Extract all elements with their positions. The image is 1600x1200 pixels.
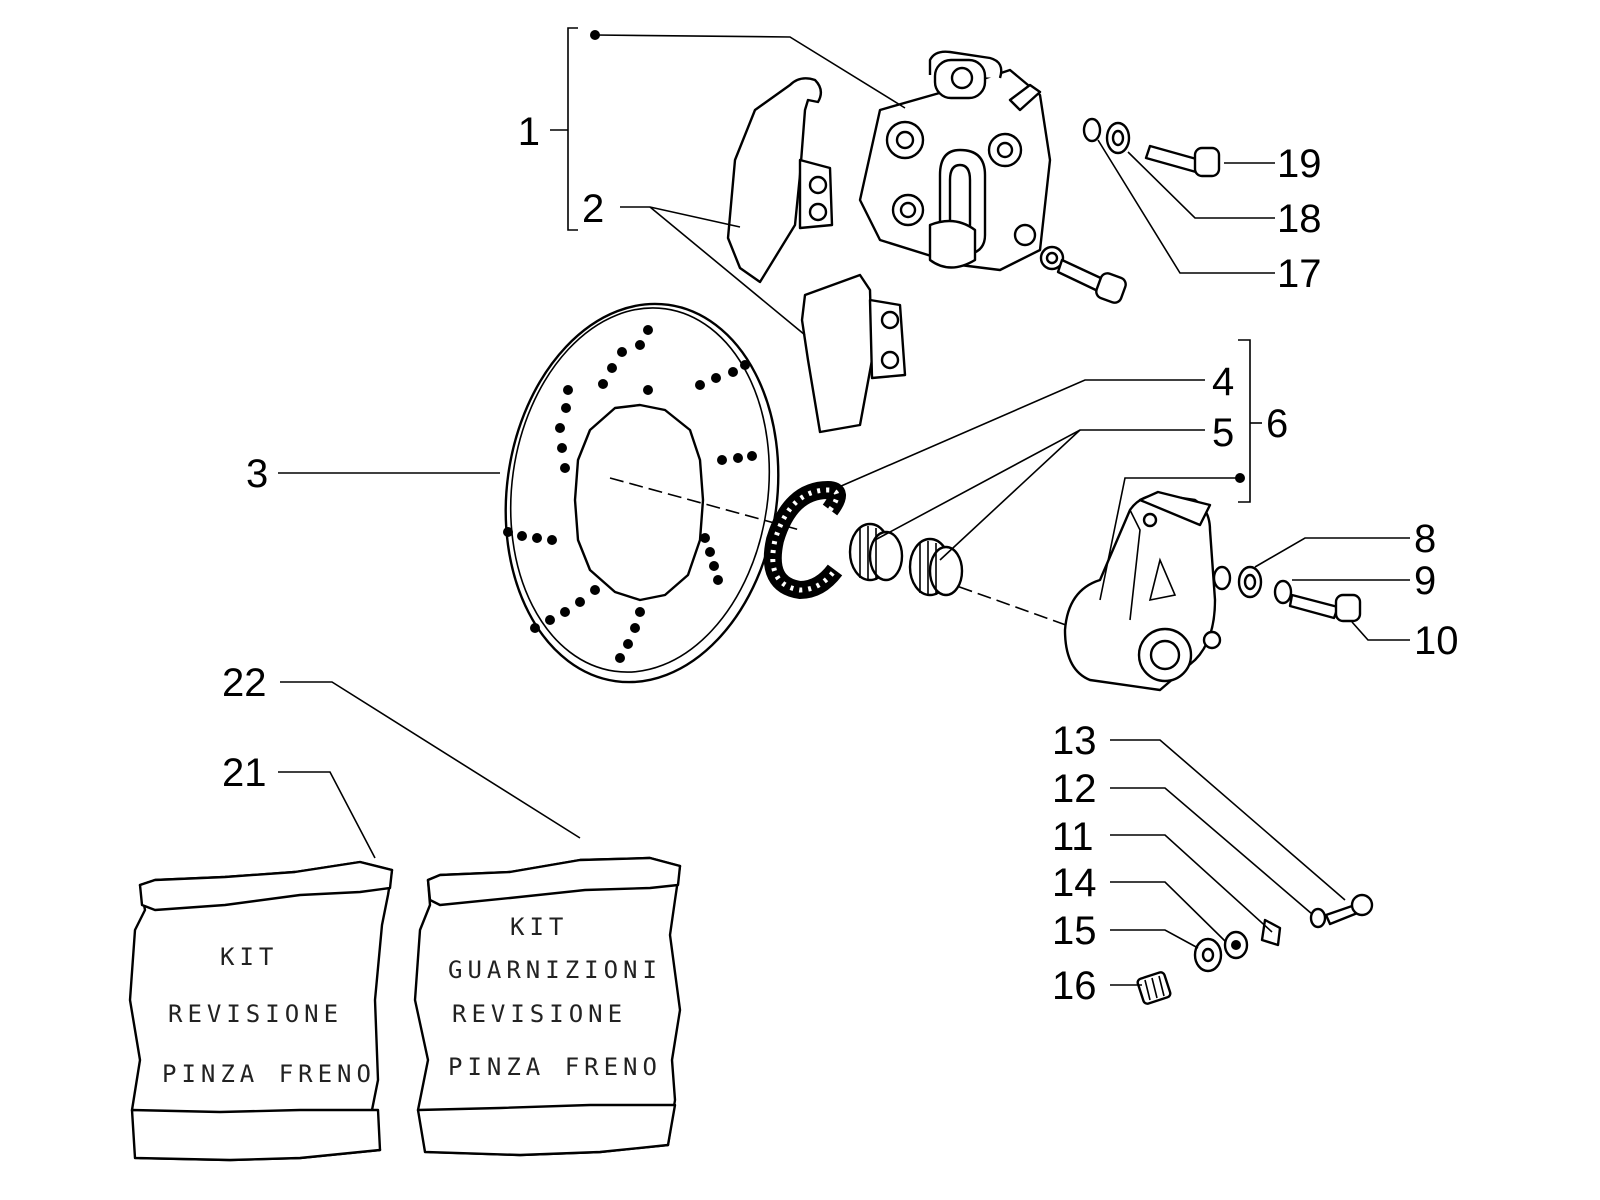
callout-16: 16 (1052, 964, 1097, 1008)
kit-bag-left: KIT REVISIONE PINZA FRENO (128, 860, 394, 1162)
callout-labels: 1 2 3 4 5 6 8 9 10 11 12 13 14 15 16 17 … (222, 110, 1459, 1008)
callout-21: 21 (222, 751, 267, 795)
kit-bag-right-line1: KIT (510, 913, 568, 941)
callout-9: 9 (1414, 559, 1436, 603)
callout-5: 5 (1212, 411, 1234, 455)
kit-bag-left-line3: PINZA FRENO (162, 1060, 376, 1088)
callout-13: 13 (1052, 719, 1097, 763)
bolt-and-washers-right (1212, 565, 1362, 623)
needle-bearing-1 (848, 522, 904, 582)
lower-caliper-bolt (1039, 245, 1127, 304)
oil-seal (763, 480, 846, 600)
kit-bag-right-line4: PINZA FRENO (448, 1053, 662, 1081)
callout-14: 14 (1052, 861, 1097, 905)
callout-6: 6 (1266, 402, 1288, 446)
brake-pad-upper (726, 77, 834, 284)
brake-disc (503, 302, 780, 684)
callout-22: 22 (222, 661, 267, 705)
brake-caliper (858, 50, 1052, 272)
callout-17: 17 (1277, 252, 1322, 296)
callout-18: 18 (1277, 197, 1322, 241)
kit-bag-right-line3: REVISIONE (452, 1000, 627, 1028)
brake-pad-lower (800, 273, 907, 434)
needle-bearing-2 (908, 537, 964, 597)
callout-11: 11 (1052, 815, 1094, 859)
callout-1: 1 (518, 110, 540, 154)
kit-bag-left-line2: REVISIONE (168, 1000, 343, 1028)
callout-19: 19 (1277, 142, 1322, 186)
bleed-screw-assembly (1136, 893, 1374, 1005)
kit-bag-right-line2: GUARNIZIONI (448, 956, 662, 984)
callout-12: 12 (1052, 767, 1097, 811)
kit-bag-left-line1: KIT (220, 943, 278, 971)
callout-2: 2 (582, 187, 604, 231)
kit-bag-right: KIT GUARNIZIONI REVISIONE PINZA FRENO (413, 856, 682, 1157)
callout-4: 4 (1212, 360, 1234, 404)
leader-lines (278, 27, 1410, 986)
callout-15: 15 (1052, 909, 1097, 953)
callout-10: 10 (1414, 619, 1459, 663)
caliper-support (1063, 490, 1222, 692)
callout-3: 3 (246, 452, 268, 496)
callout-8: 8 (1414, 517, 1436, 561)
disc-vent-holes (503, 325, 757, 663)
bolt-and-washers-top (1082, 117, 1221, 178)
